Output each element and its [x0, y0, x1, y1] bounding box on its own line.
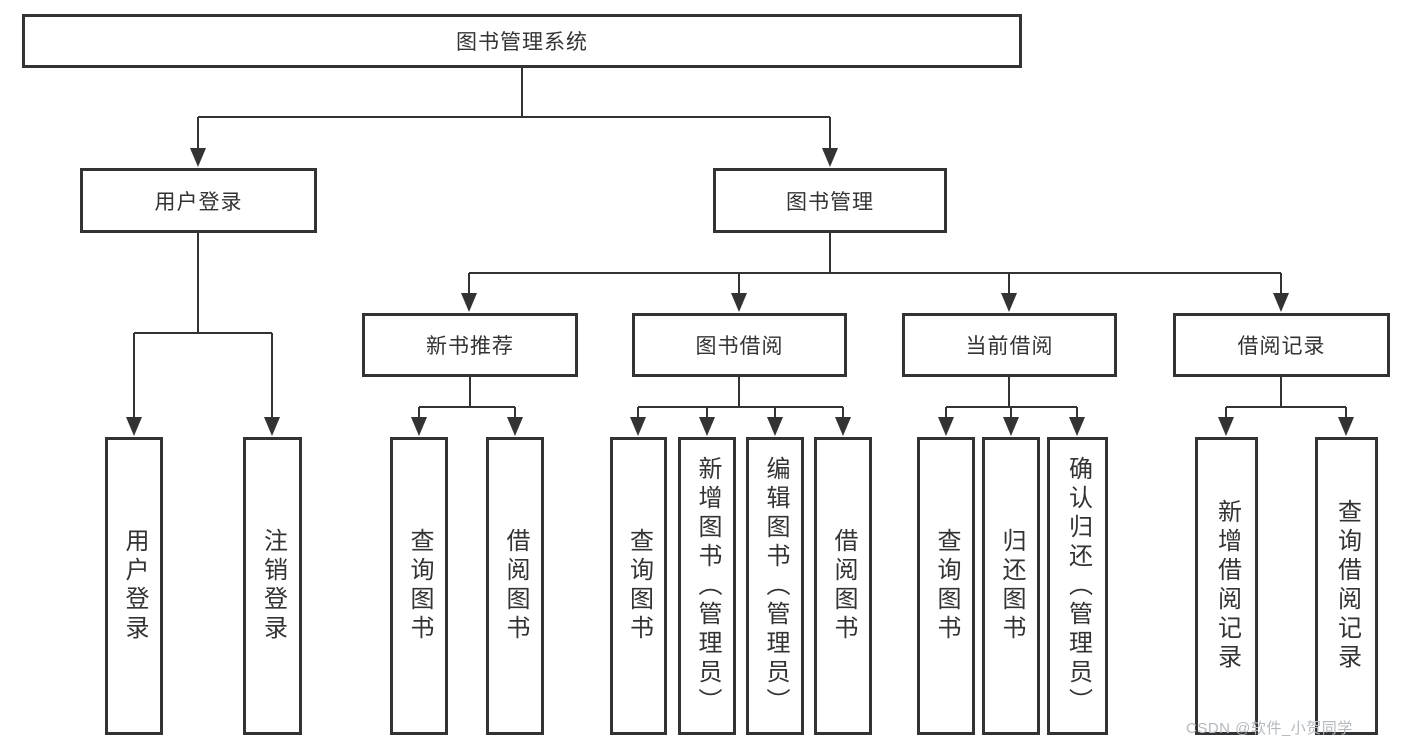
- leaf-query-books-borrowing-label: 查询图书: [625, 528, 653, 644]
- connector-arrowheads: [126, 148, 1354, 436]
- node-book-management-label: 图书管理: [786, 190, 874, 214]
- node-current-borrowing-label: 当前借阅: [965, 335, 1054, 358]
- node-book-borrowing-label: 图书借阅: [695, 335, 784, 358]
- leaf-borrow-books: 借阅图书: [814, 437, 872, 735]
- leaf-user-login: 用户登录: [105, 437, 163, 735]
- leaf-query-books-current: 查询图书: [917, 437, 975, 735]
- leaf-confirm-return-admin-label: 确认归还（管理员）: [1064, 455, 1092, 717]
- leaf-logout: 注销登录: [243, 437, 302, 735]
- leaf-add-book-admin: 新增图书（管理员）: [678, 437, 736, 735]
- leaf-return-book: 归还图书: [982, 437, 1040, 735]
- leaf-borrow-books-recommend-label: 借阅图书: [502, 528, 529, 644]
- leaf-query-books-recommend: 查询图书: [390, 437, 448, 735]
- node-new-book-recommend-label: 新书推荐: [426, 335, 514, 358]
- node-book-borrowing: 图书借阅: [632, 313, 847, 377]
- leaf-query-books-current-label: 查询图书: [933, 528, 960, 644]
- node-root: 图书管理系统: [22, 14, 1022, 68]
- node-root-label: 图书管理系统: [456, 31, 588, 54]
- leaf-confirm-return-admin: 确认归还（管理员）: [1047, 437, 1108, 735]
- leaf-add-borrow-record: 新增借阅记录: [1195, 437, 1258, 735]
- node-book-management: 图书管理: [713, 168, 947, 233]
- node-user-login: 用户登录: [80, 168, 317, 233]
- leaf-return-book-label: 归还图书: [998, 528, 1025, 644]
- node-current-borrowing: 当前借阅: [902, 313, 1117, 377]
- watermark-text: CSDN @软件_小贺同学: [1186, 720, 1353, 737]
- leaf-edit-book-admin-label: 编辑图书（管理员）: [762, 455, 789, 717]
- leaf-query-borrow-record: 查询借阅记录: [1315, 437, 1378, 735]
- leaf-query-books-recommend-label: 查询图书: [406, 528, 433, 644]
- leaf-logout-label: 注销登录: [259, 528, 287, 644]
- leaf-borrow-books-label: 借阅图书: [830, 528, 857, 644]
- node-user-login-label: 用户登录: [154, 190, 243, 214]
- leaf-query-books-borrowing: 查询图书: [610, 437, 667, 735]
- leaf-add-book-admin-label: 新增图书（管理员）: [694, 455, 721, 717]
- node-borrow-records-label: 借阅记录: [1237, 335, 1326, 358]
- node-new-book-recommend: 新书推荐: [362, 313, 578, 377]
- leaf-borrow-books-recommend: 借阅图书: [486, 437, 544, 735]
- leaf-user-login-label: 用户登录: [121, 528, 148, 644]
- leaf-query-borrow-record-label: 查询借阅记录: [1333, 499, 1361, 673]
- leaf-add-borrow-record-label: 新增借阅记录: [1213, 499, 1241, 673]
- node-borrow-records: 借阅记录: [1173, 313, 1390, 377]
- leaf-edit-book-admin: 编辑图书（管理员）: [746, 437, 804, 735]
